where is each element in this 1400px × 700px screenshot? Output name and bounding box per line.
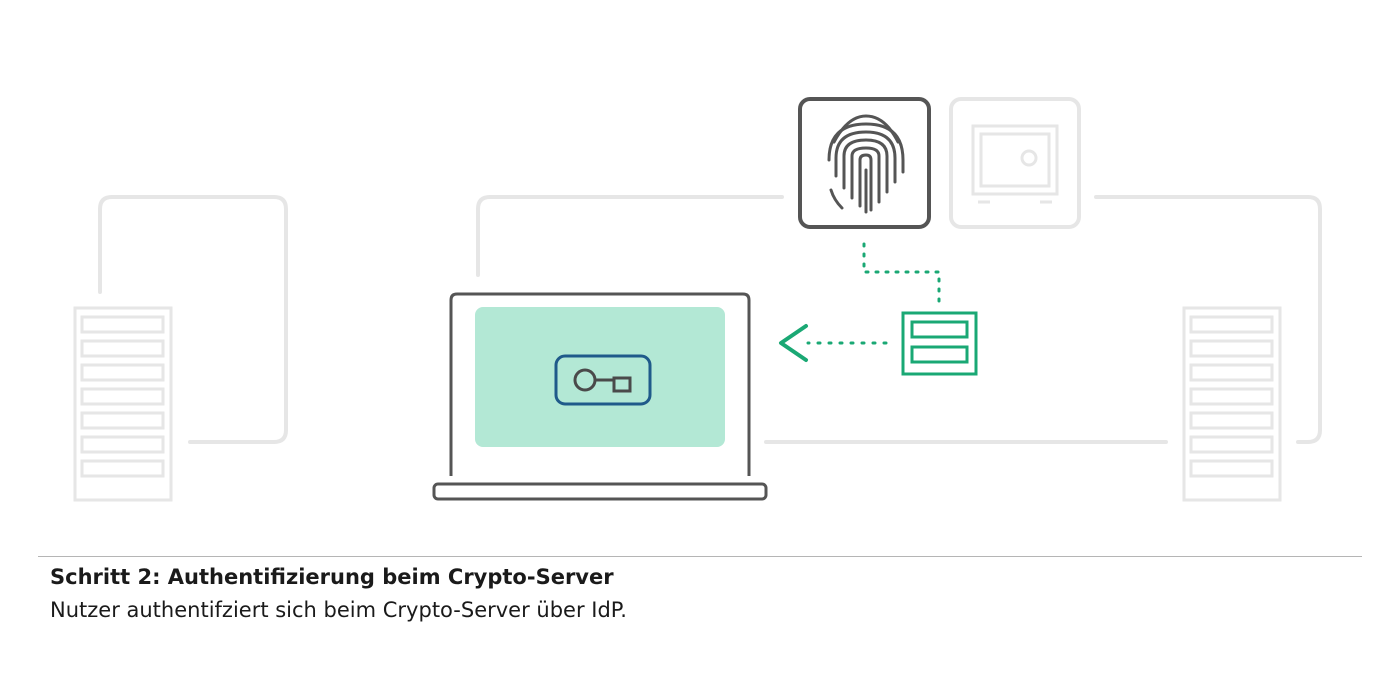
laptop-body <box>449 292 751 476</box>
arrow-left-icon <box>779 324 808 362</box>
key-icon <box>554 354 652 406</box>
idp-dotted-connector <box>862 242 941 304</box>
laptop-to-fingerprint-link <box>476 195 784 277</box>
caption-title: Schritt 2: Authentifizierung beim Crypto… <box>50 565 614 589</box>
faded-connection-lines <box>98 195 1322 444</box>
left-server-link <box>98 195 288 444</box>
fingerprint-icon <box>798 97 931 229</box>
caption-description: Nutzer authentifziert sich beim Crypto-S… <box>50 598 627 622</box>
left-server-rack-icon <box>73 306 173 502</box>
safe-icon <box>949 97 1081 229</box>
right-server-rack-icon <box>1182 306 1282 502</box>
authentication-diagram <box>73 97 1322 502</box>
laptop-icon <box>432 292 768 501</box>
laptop-screen <box>475 307 725 447</box>
laptop-base <box>432 482 768 501</box>
safe-to-right-server-link <box>1094 195 1322 444</box>
crypto-server-icon <box>901 311 978 376</box>
caption-divider <box>38 556 1362 557</box>
